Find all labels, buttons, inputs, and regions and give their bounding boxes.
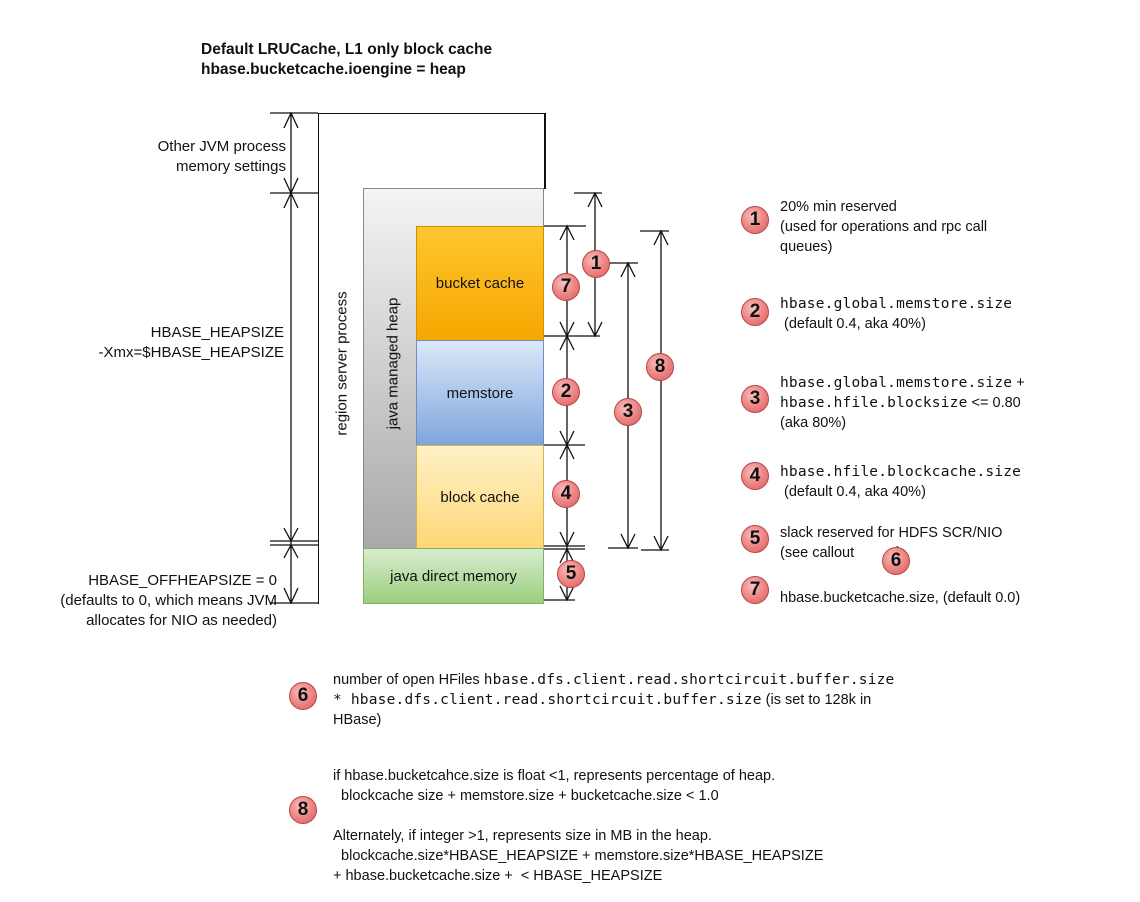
offheapsize-label: HBASE_OFFHEAPSIZE = 0 (defaults to 0, wh… — [60, 571, 277, 631]
legend-1-line-3: queues) — [780, 239, 833, 255]
badge-2-diagram: 2 — [552, 378, 580, 406]
legend-note-5: slack reserved for HDFS SCR/NIO (see cal… — [780, 523, 1002, 563]
legend-3-code-2: hbase.hfile.blocksize — [780, 395, 968, 411]
heapsize-label: HBASE_HEAPSIZE -Xmx=$HBASE_HEAPSIZE — [99, 323, 284, 363]
legend-note-2: hbase.global.memstore.size (default 0.4,… — [780, 294, 1012, 334]
callout-6-line-3: HBase) — [333, 712, 382, 728]
diagram-title: Default LRUCache, L1 only block cache hb… — [201, 40, 492, 80]
callout-6-badge: 6 — [289, 682, 317, 710]
legend-note-3: hbase.global.memstore.size + hbase.hfile… — [780, 373, 1025, 433]
legend-5-line-1: slack reserved for HDFS SCR/NIO — [780, 525, 1003, 541]
legend-2-code: hbase.global.memstore.size — [780, 296, 1013, 312]
legend-4-code: hbase.hfile.blockcache.size — [780, 464, 1022, 480]
memstore-label: memstore — [446, 384, 514, 402]
callout-8-line-4: blockcache.size*HBASE_HEAPSIZE + memstor… — [333, 848, 824, 864]
legend-note-1: 20% min reserved (used for operations an… — [780, 197, 987, 257]
block-cache-label: block cache — [440, 488, 520, 506]
badge-4-diagram: 4 — [552, 480, 580, 508]
callout-6-line-2a: * hbase.dfs.client.read.shortcircuit.buf… — [333, 692, 762, 708]
region-server-process-box — [318, 113, 546, 604]
bucket-cache-label: bucket cache — [435, 275, 525, 292]
legend-2-line-2: (default 0.4, aka 40%) — [780, 316, 926, 332]
callout-8-badge: 8 — [289, 796, 317, 824]
badge-1-diagram: 1 — [582, 250, 610, 278]
java-direct-memory-label: java direct memory — [390, 567, 517, 585]
legend-5-line-2a: (see callout — [780, 545, 859, 561]
callout-6-line-2b: (is set to 128k in — [761, 692, 872, 708]
memstore-block: memstore — [416, 340, 544, 446]
legend-badge-3: 3 — [741, 385, 769, 413]
legend-badge-5: 5 — [741, 525, 769, 553]
callout-8-text: if hbase.bucketcahce.size is float <1, r… — [333, 766, 823, 886]
other-jvm-label: Other JVM process memory settings — [158, 137, 286, 177]
legend-3-plus: + — [1012, 375, 1025, 391]
legend-note-4: hbase.hfile.blockcache.size (default 0.4… — [780, 462, 1021, 502]
legend-3-line-3: (aka 80%) — [780, 415, 847, 431]
other-jvm-line-2: memory settings — [175, 158, 286, 175]
title-line-2: hbase.bucketcache.ioengine = heap — [201, 61, 466, 78]
callout-6-line-1a: number of open HFiles — [333, 672, 484, 688]
legend-1-line-2: (used for operations and rpc call — [780, 219, 988, 235]
legend-7-line-1: hbase.bucketcache.size, (default 0.0) — [780, 590, 1021, 606]
badge-5-diagram: 5 — [557, 560, 585, 588]
badge-3-diagram: 3 — [614, 398, 642, 426]
legend-3-code-1: hbase.global.memstore.size — [780, 375, 1013, 391]
badge-7-diagram: 7 — [552, 273, 580, 301]
callout-8-line-1: if hbase.bucketcahce.size is float <1, r… — [333, 768, 776, 784]
heapsize-line-1: HBASE_HEAPSIZE — [150, 324, 284, 341]
legend-badge-4: 4 — [741, 462, 769, 490]
legend-1-line-1: 20% min reserved — [780, 199, 897, 215]
other-jvm-line-1: Other JVM process — [157, 138, 286, 155]
legend-4-line-2: (default 0.4, aka 40%) — [780, 484, 926, 500]
legend-note-7: hbase.bucketcache.size, (default 0.0) — [780, 588, 1020, 608]
region-server-box-right-edge — [544, 113, 546, 189]
java-direct-memory-block: java direct memory — [363, 548, 544, 604]
legend-badge-6-inline: 6 — [882, 547, 910, 575]
title-line-1: Default LRUCache, L1 only block cache — [201, 41, 493, 58]
legend-badge-7: 7 — [741, 576, 769, 604]
badge-8-diagram: 8 — [646, 353, 674, 381]
callout-6-line-1b: hbase.dfs.client.read.shortcircuit.buffe… — [483, 672, 895, 688]
callout-8-line-2: blockcache size + memstore.size + bucket… — [333, 788, 719, 804]
offheap-line-2: (defaults to 0, which means JVM — [60, 592, 277, 609]
offheap-line-3: allocates for NIO as needed) — [86, 612, 277, 629]
callout-8-line-3: Alternately, if integer >1, represents s… — [333, 828, 712, 844]
legend-badge-1: 1 — [741, 206, 769, 234]
callout-6-text: number of open HFiles hbase.dfs.client.r… — [333, 670, 895, 730]
heapsize-line-2: -Xmx=$HBASE_HEAPSIZE — [98, 344, 284, 361]
legend-badge-2: 2 — [741, 298, 769, 326]
offheap-line-1: HBASE_OFFHEAPSIZE = 0 — [88, 572, 277, 589]
callout-8-line-5: + hbase.bucketcache.size + < HBASE_HEAPS… — [333, 868, 663, 884]
legend-3-cmp: <= 0.80 — [967, 395, 1021, 411]
